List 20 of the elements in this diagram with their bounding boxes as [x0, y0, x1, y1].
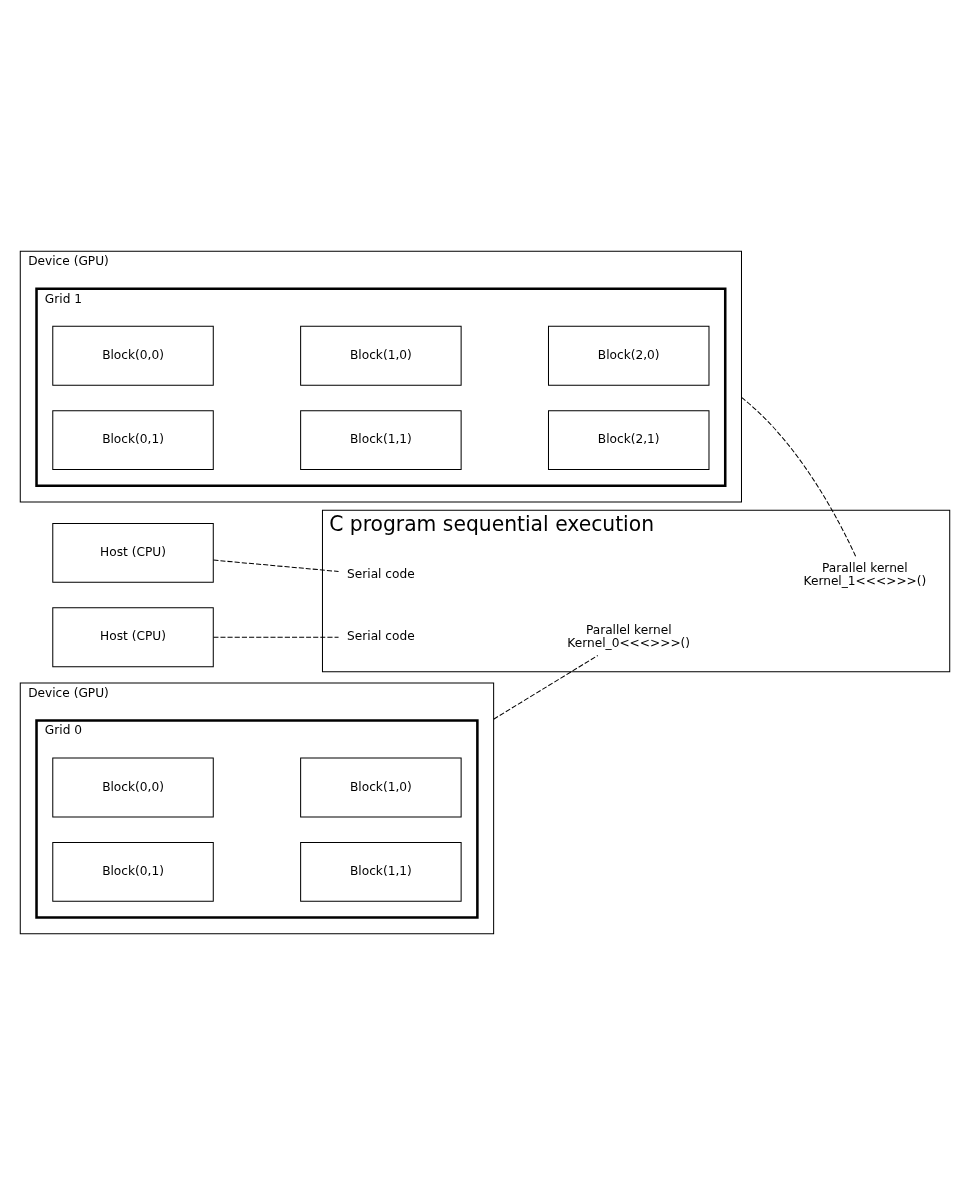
node-box: Block(2,1): [548, 409, 710, 470]
node-box: Block(0,1): [52, 409, 214, 470]
connector: [213, 636, 340, 638]
node-text: Serial code: [347, 566, 415, 581]
node-text: Parallel kernel Kernel_0<<<>>>(): [567, 622, 691, 650]
connector: [493, 654, 599, 720]
node-text: Serial code: [347, 628, 415, 643]
node-box: Host (CPU): [52, 522, 214, 583]
node-box: Block(1,1): [300, 841, 462, 902]
connector: [213, 559, 340, 572]
connector: [741, 396, 857, 557]
node-text: Parallel kernel Kernel_1<<<>>>(): [803, 560, 927, 588]
node-box: Block(1,1): [300, 409, 462, 470]
node-box: Host (CPU): [52, 606, 214, 667]
node-box: Block(0,0): [52, 325, 214, 386]
node-box: Block(0,0): [52, 757, 214, 817]
node-box: Block(0,1): [52, 841, 214, 902]
node-box: Block(2,0): [548, 325, 710, 386]
node-box: Block(1,0): [300, 757, 462, 817]
node-box: Block(1,0): [300, 325, 462, 386]
